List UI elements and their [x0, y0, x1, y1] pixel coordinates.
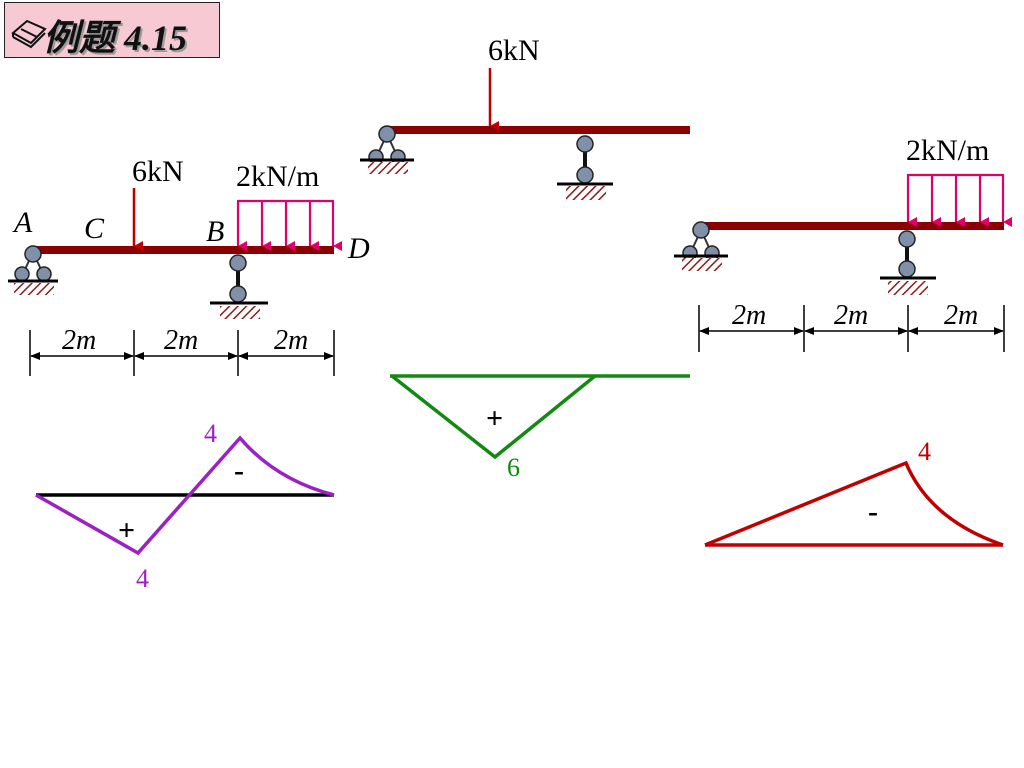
beam3-dim-2: 2m: [834, 300, 868, 331]
page-title: 例题 4.15: [43, 18, 188, 58]
diagram-left-curve: [35, 435, 335, 556]
diagram-left-sign-top: -: [234, 454, 244, 487]
book-icon: [11, 19, 47, 49]
beam3-dimensions: [698, 305, 1005, 352]
roller-support-beam3: [880, 230, 936, 295]
diagram-right-value: 4: [918, 437, 931, 466]
beam1-distributed-load: [236, 199, 342, 251]
beam2-point-load-label: 6kN: [488, 34, 540, 67]
beam1-dim-3: 2m: [274, 325, 308, 356]
beam1-dimensions: [29, 330, 335, 376]
beam3-bar: [700, 222, 1004, 230]
beam2-bar: [386, 126, 690, 134]
beam1-point-load-text: 6kN: [132, 155, 184, 188]
diagram-middle-triangle: [390, 374, 597, 460]
title-box: 例题 4.15: [4, 2, 220, 58]
beam3-dist-load-label: 2kN/m: [906, 134, 989, 167]
pin-support-a: [8, 245, 58, 295]
pin-support-beam3: [674, 221, 728, 271]
diagram-left-top-value: 4: [204, 419, 217, 448]
diagram-middle-value: 6: [507, 453, 520, 482]
diagram-left: 4 4 - +: [35, 419, 335, 593]
roller-support-beam2: [557, 135, 613, 200]
roller-support-b: [210, 254, 268, 319]
label-c: C: [84, 212, 105, 245]
beam3-dim-3: 2m: [944, 300, 978, 331]
beam1-group: 6kN 2kN/m A C B D 2m 2m 2m: [8, 155, 370, 376]
beam1-dim-2: 2m: [164, 325, 198, 356]
diagram-left-sign-bottom: +: [118, 514, 135, 547]
beam3-dim-1: 2m: [732, 300, 766, 331]
diagram-middle: 6 +: [390, 374, 690, 482]
beam1-dim-1: 2m: [62, 325, 96, 356]
beam1-point-load-label: 6kN: [132, 155, 184, 188]
beam1-bar: [32, 246, 334, 254]
beam2-group: 6kN: [360, 34, 690, 200]
label-d: D: [347, 232, 370, 265]
label-b: B: [206, 215, 224, 248]
diagram-right: 4 -: [704, 437, 1004, 547]
diagram-right-sign: -: [868, 495, 878, 528]
diagram-left-bottom-value: 4: [136, 564, 149, 593]
beam3-distributed-load: [906, 173, 1012, 227]
beam1-dist-load-label: 2kN/m: [236, 160, 319, 193]
diagram-right-curve: [704, 460, 1004, 547]
label-a: A: [12, 206, 33, 239]
diagram-middle-sign: +: [486, 402, 503, 435]
beam3-group: 2kN/m 2m 2m 2m: [674, 134, 1012, 352]
pin-support-beam2: [360, 125, 414, 174]
